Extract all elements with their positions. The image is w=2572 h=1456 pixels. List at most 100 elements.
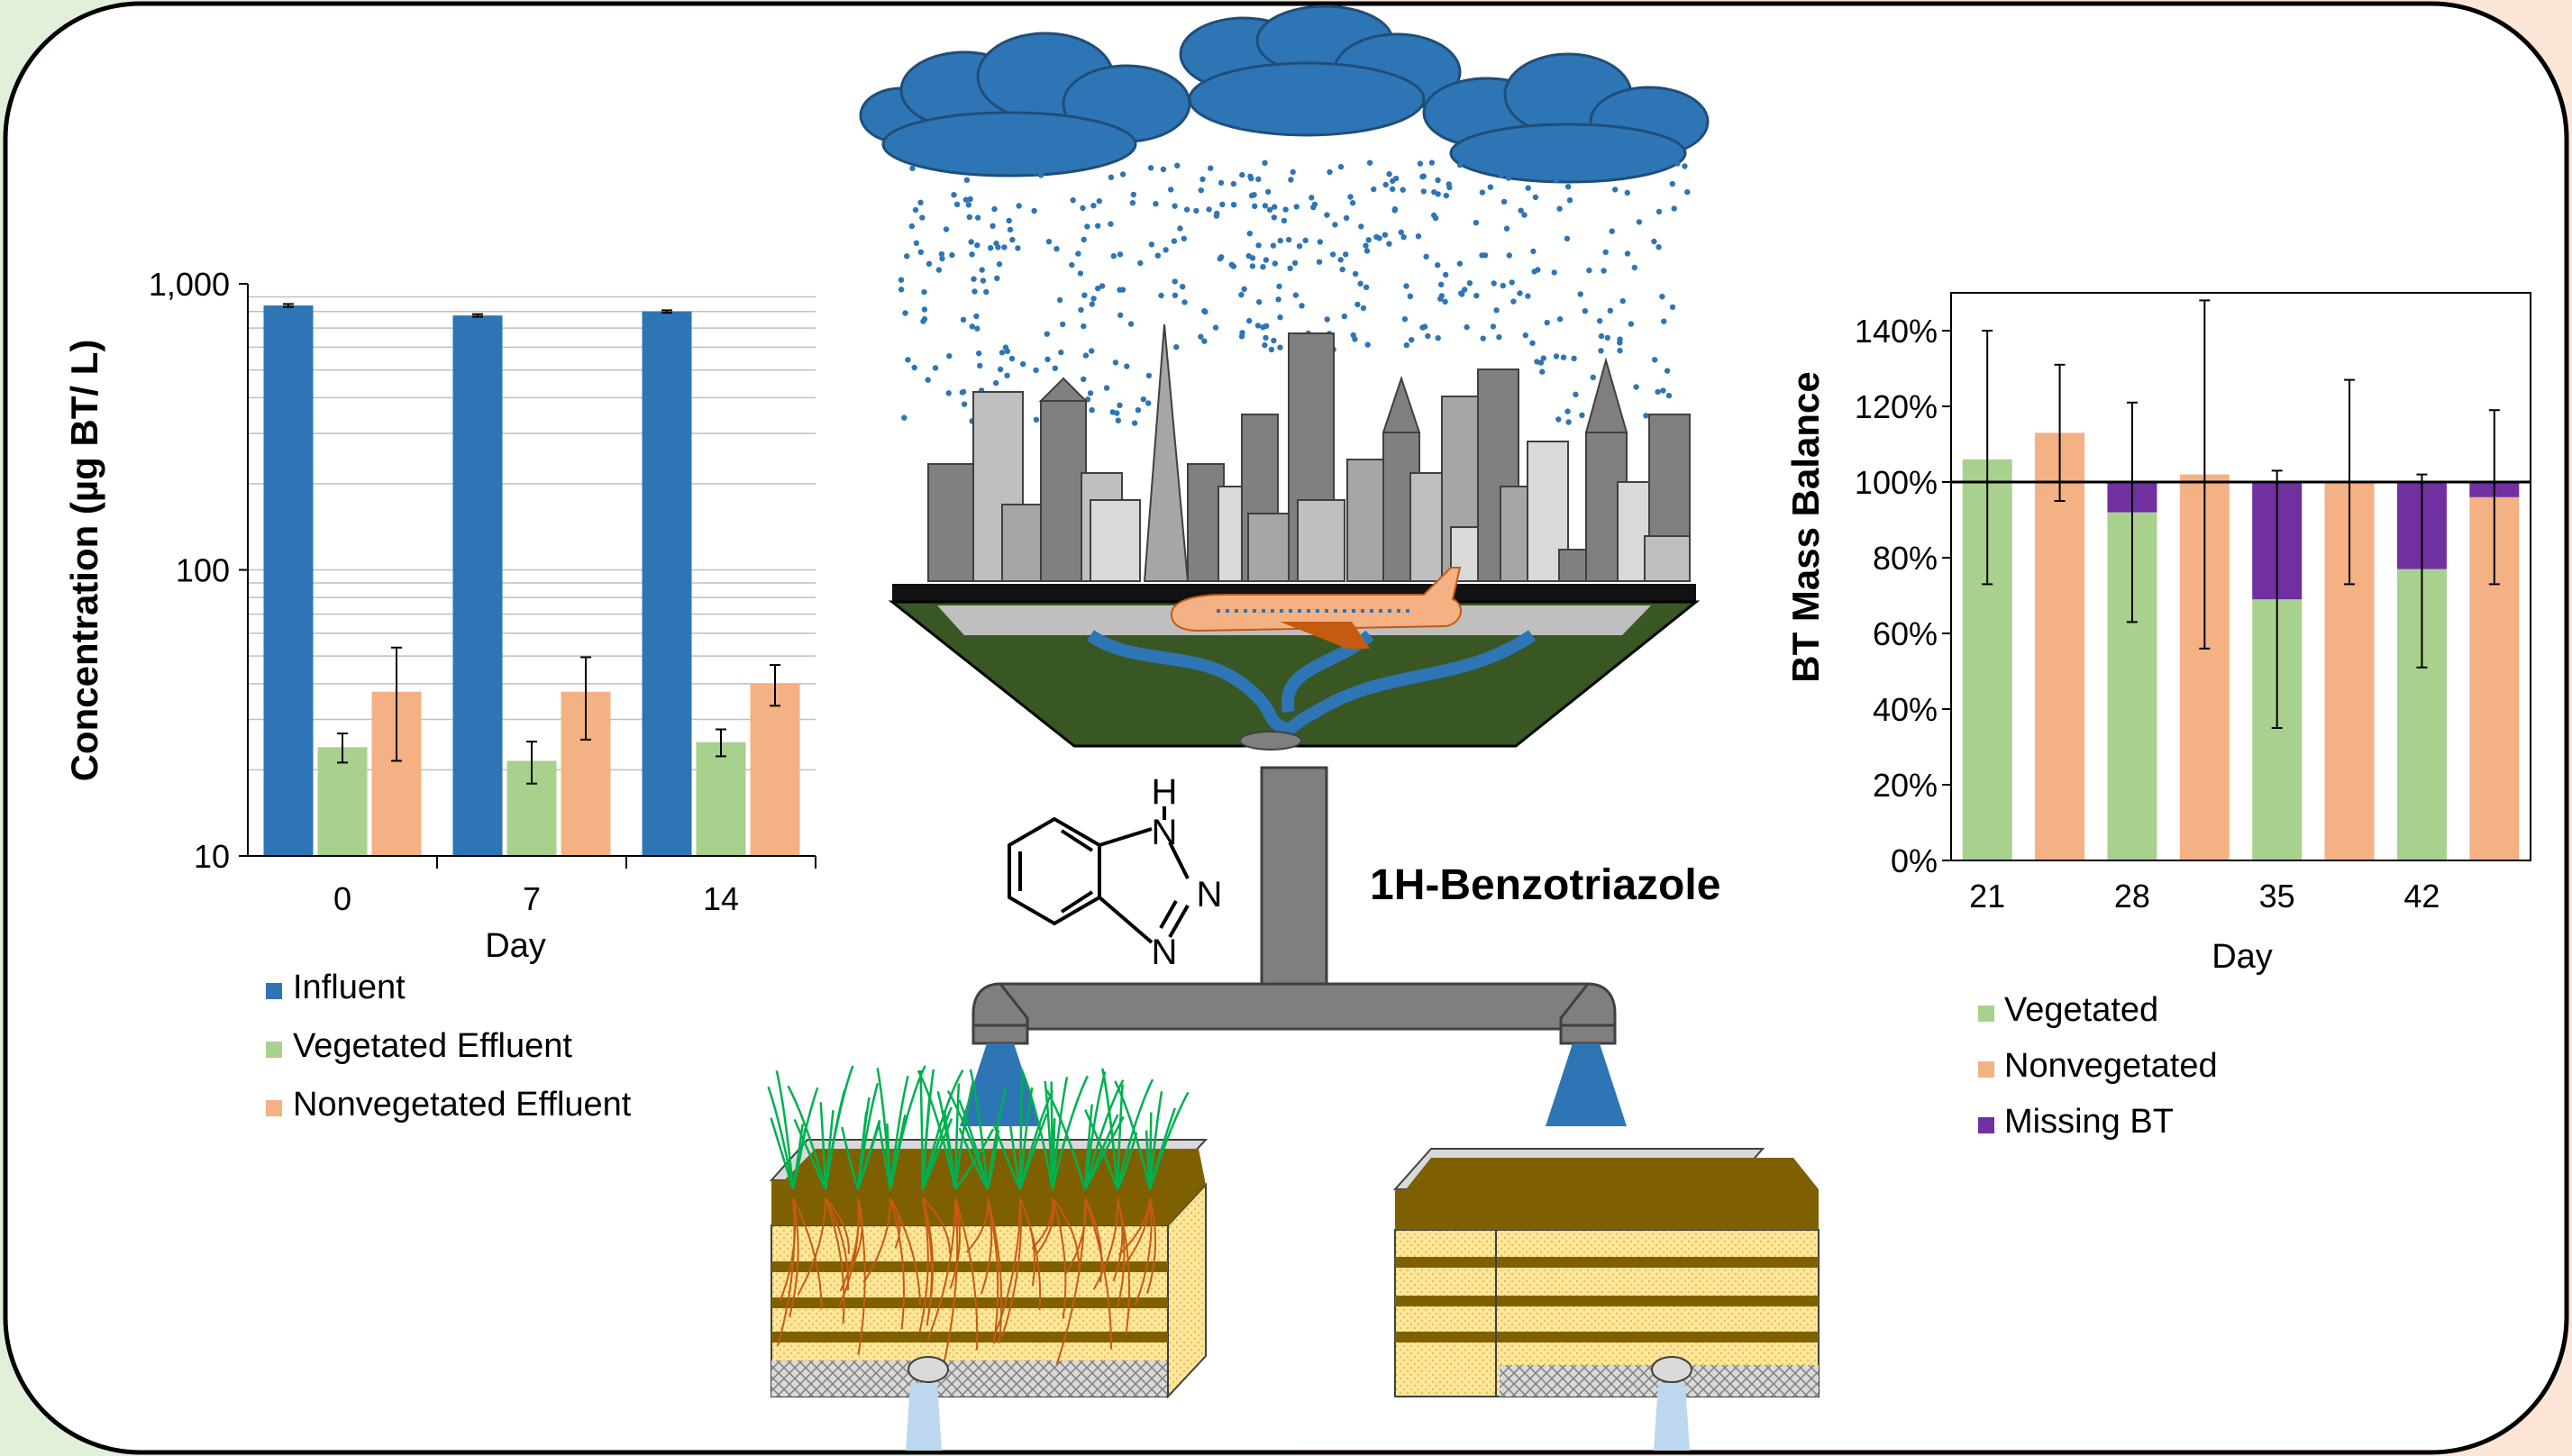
rain-drop [1293, 204, 1300, 210]
rain-drop [1099, 283, 1106, 289]
rain-drop [1033, 367, 1039, 373]
rain-drop [1669, 180, 1676, 187]
root-strand [1117, 1197, 1131, 1335]
rain-drop [1500, 282, 1507, 289]
plant-blade [856, 1121, 881, 1190]
benzotriazole-structure-icon [1008, 806, 1190, 944]
rain-drop [963, 177, 971, 183]
rain-drop [1131, 420, 1138, 426]
root-strand [789, 1197, 799, 1317]
chart1-legend-swatch [266, 983, 282, 999]
nonvegetated-column-icon [1392, 1148, 1820, 1397]
rain-drop [1398, 229, 1405, 235]
rain-drop [979, 267, 985, 273]
rain-drop [1631, 264, 1638, 271]
rain-drop [1082, 352, 1090, 359]
root-strand [1052, 1197, 1081, 1268]
rain-drop [1617, 340, 1623, 346]
rain-drop [1517, 290, 1523, 296]
rain-drop [1268, 346, 1275, 353]
rain-drop [1438, 281, 1445, 287]
rain-drop [1271, 214, 1278, 221]
rain-drop [1262, 159, 1268, 166]
rain-drop [1506, 252, 1513, 259]
rain-drop [1665, 392, 1673, 399]
rain-drop [1564, 408, 1571, 414]
rain-drop [1420, 188, 1427, 195]
rain-drop [1682, 163, 1688, 169]
root-strand [839, 1197, 860, 1292]
plant-blade [1116, 1084, 1124, 1190]
chart2-y-tick-label: 100% [1855, 464, 1938, 501]
chart1-x-tick-label: 0 [333, 880, 351, 917]
rain-drop [999, 350, 1006, 356]
rain-drop [1521, 212, 1528, 218]
rain-drop [1214, 210, 1220, 217]
rain-drop [1636, 219, 1643, 225]
rain-drop [1081, 376, 1087, 383]
rain-drop [1612, 187, 1619, 193]
rain-drop [983, 288, 990, 296]
rain-drop [1624, 189, 1631, 196]
rain-drop [905, 357, 911, 363]
rain-drop [1403, 283, 1409, 289]
rain-drop [1245, 252, 1252, 259]
cloud-icon [859, 5, 1710, 184]
rain-drop [1033, 416, 1040, 423]
chart1-legend-swatch [266, 1042, 282, 1058]
rain-drop [1324, 212, 1330, 218]
rain-drop [1095, 285, 1101, 292]
chart2-x-tick-label: 35 [2259, 878, 2295, 915]
rain-drop [1443, 271, 1449, 278]
rain-drop [1446, 181, 1452, 187]
funnel-icon [888, 600, 1701, 751]
plant-blade [958, 1099, 990, 1190]
rain-drop [1002, 344, 1009, 350]
chart2-x-tick-label: 21 [1969, 878, 2005, 915]
rain-drop [1407, 293, 1414, 299]
rain-drop [1246, 317, 1253, 324]
plant-blade [793, 1118, 827, 1190]
rain-drop [976, 350, 982, 357]
rain-drop [1482, 252, 1489, 259]
rain-drop [1270, 242, 1277, 249]
rain-drop [908, 223, 915, 230]
root-strand [857, 1197, 866, 1355]
plant-blade [787, 1085, 827, 1190]
rain-drop [919, 214, 926, 221]
rain-drop [1409, 337, 1415, 343]
rain-drop [997, 366, 1004, 373]
rain-drop [1556, 205, 1563, 212]
root-strand [862, 1197, 892, 1283]
rain-drop [1560, 354, 1567, 360]
rain-drop [1084, 223, 1090, 230]
rain-drop [1332, 222, 1338, 228]
root-strand [1035, 1197, 1055, 1256]
plant-blade [919, 1069, 925, 1190]
plant-blade [841, 1126, 860, 1190]
rain-drop [935, 267, 943, 273]
rain-drop [1571, 355, 1577, 361]
rain-drop [1503, 225, 1510, 232]
rain-drop [1275, 296, 1281, 303]
rain-drop [1006, 217, 1012, 224]
rain-drop [965, 202, 972, 208]
rain-drop [1277, 237, 1283, 244]
rain-drop [1617, 347, 1623, 354]
rain-drop [996, 261, 1003, 268]
rain-drop [1103, 385, 1110, 391]
plant-blade [886, 1123, 892, 1190]
rain-drop [1168, 187, 1174, 193]
rain-drop [1601, 268, 1607, 274]
chart1-legend-label: Influent [293, 969, 406, 1006]
rain-drop [1248, 192, 1255, 199]
rain-drop [962, 196, 970, 203]
root-strand [797, 1197, 826, 1296]
rain-drop [1530, 248, 1537, 255]
rain-drop [1299, 303, 1305, 309]
rain-drop [1341, 313, 1348, 320]
street-base [892, 584, 1696, 602]
rain-drop [1276, 283, 1282, 289]
rain-drop [1337, 257, 1344, 263]
